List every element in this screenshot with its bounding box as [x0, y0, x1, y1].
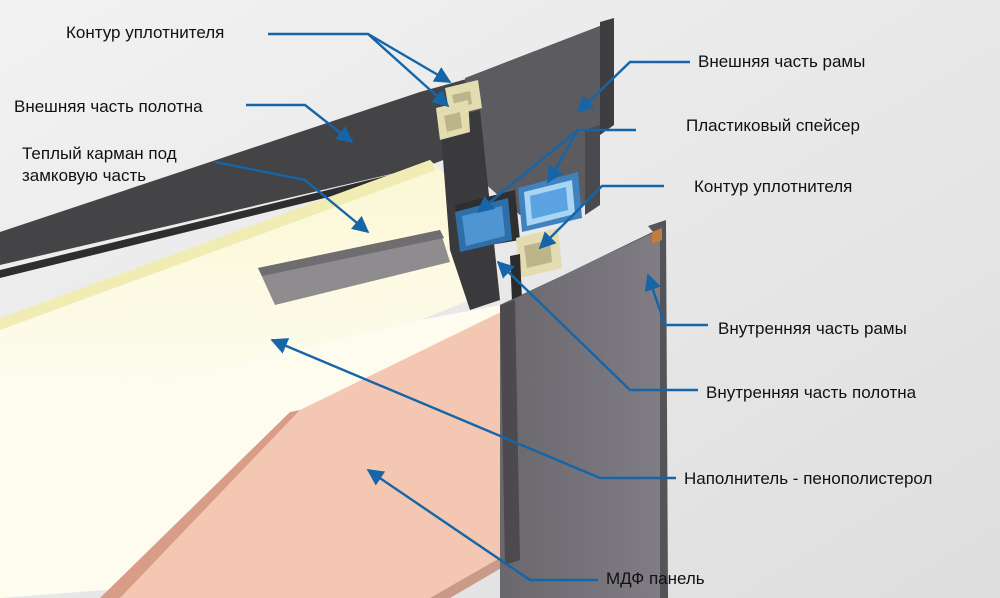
- pointer-outer-frame: [576, 60, 690, 114]
- label-seal-contour-top: Контур уплотнителя: [66, 23, 225, 42]
- pointer-seal-top-b: [367, 33, 450, 108]
- pointer-lines: [214, 32, 708, 582]
- mdf-panel: [120, 310, 505, 598]
- mdf-panel-bottom-edge: [430, 555, 515, 598]
- plastic-spacer-left: [455, 198, 512, 252]
- label-inner-frame: Внутренняя часть рамы: [718, 319, 907, 338]
- label-inner-leaf: Внутренняя часть полотна: [706, 383, 917, 402]
- inner-frame: [500, 232, 660, 598]
- label-outer-leaf: Внешняя часть полотна: [14, 97, 203, 116]
- pointer-warm-pocket: [214, 160, 370, 234]
- pointer-spacer-b: [546, 129, 580, 184]
- label-plastic-spacer: Пластиковый спейсер: [686, 116, 860, 135]
- label-warm-pocket-line1: Теплый карман под: [22, 144, 177, 163]
- pointer-mdf: [366, 469, 598, 582]
- pointer-outer-leaf: [246, 103, 354, 144]
- outer-frame-edge: [600, 18, 614, 135]
- mdf-panel-bevel: [100, 410, 300, 598]
- pointer-seal-right: [538, 184, 664, 250]
- label-warm-pocket-line2: замковую часть: [22, 166, 147, 185]
- label-mdf-panel: МДФ панель: [606, 569, 705, 588]
- outer-frame: [465, 22, 612, 215]
- warm-pocket-slot: [258, 230, 450, 305]
- foam-filler-edge: [0, 160, 436, 330]
- seal-profile-top: [436, 80, 482, 140]
- warm-pocket-slot-edge: [258, 230, 444, 276]
- pointer-filler: [270, 338, 676, 480]
- inner-frame-side-edge: [648, 220, 668, 598]
- pointer-inner-leaf: [496, 260, 698, 392]
- label-seal-contour-right: Контур уплотнителя: [694, 177, 853, 196]
- outer-leaf-plate: [0, 78, 470, 265]
- label-outer-frame: Внешняя часть рамы: [698, 52, 866, 71]
- label-filler: Наполнитель - пенополистерол: [684, 469, 933, 488]
- inner-frame-cut: [652, 228, 662, 244]
- plastic-spacer-right: [518, 172, 582, 232]
- inner-leaf-edge: [500, 300, 520, 565]
- pointer-inner-frame: [644, 273, 708, 327]
